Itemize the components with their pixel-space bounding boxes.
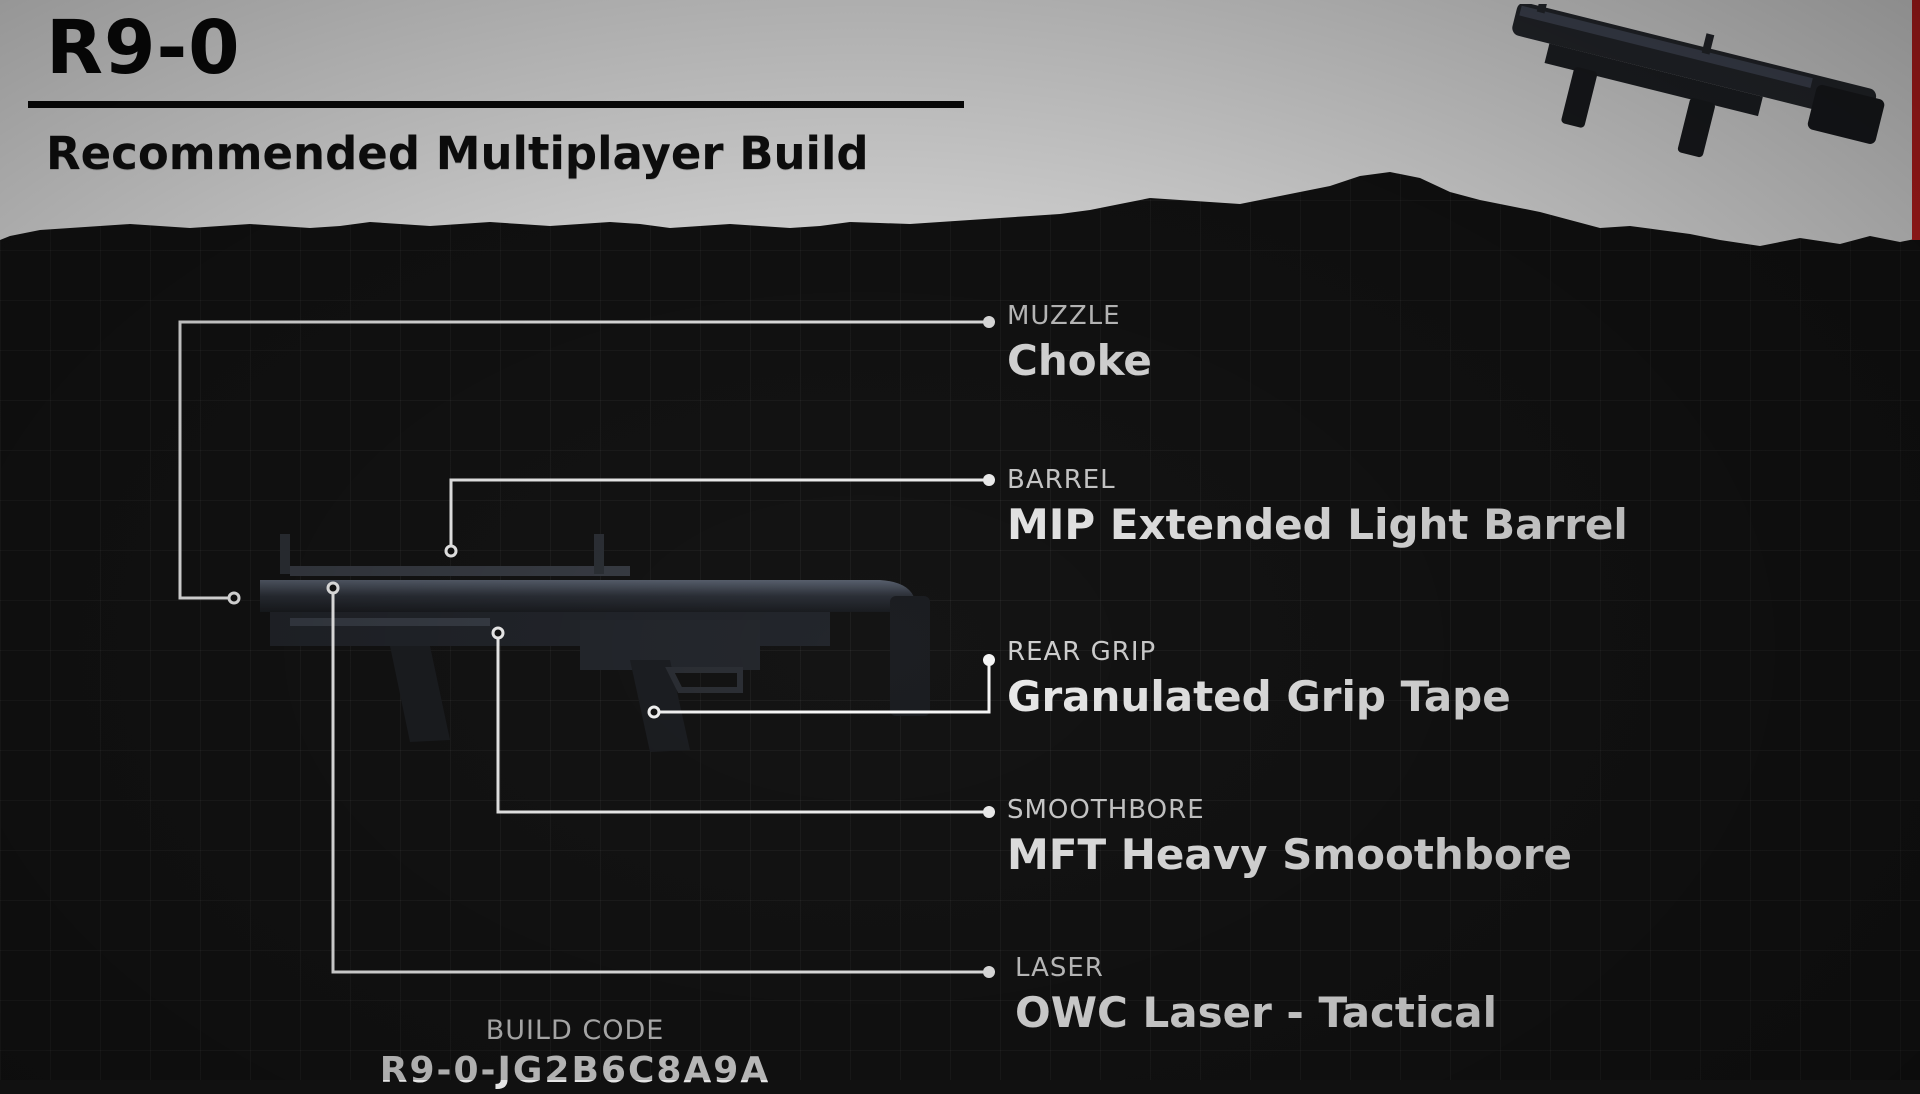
attachment-slot-label: SMOOTHBORE	[1007, 795, 1205, 825]
attachment-name: Granulated Grip Tape	[1007, 672, 1511, 721]
attachment-slot-label: REAR GRIP	[1007, 637, 1157, 667]
attachment-slot-label: MUZZLE	[1007, 301, 1121, 331]
attachment-rear-grip: REAR GRIP Granulated Grip Tape	[1007, 636, 1511, 724]
attachment-name: OWC Laser - Tactical	[1015, 988, 1498, 1037]
attachment-laser: LASER OWC Laser - Tactical	[1015, 952, 1497, 1040]
shotgun-thumbnail-icon	[1512, 4, 1885, 158]
attachment-smoothbore: SMOOTHBORE MFT Heavy Smoothbore	[1007, 794, 1572, 882]
attachment-name: MIP Extended Light Barrel	[1007, 500, 1628, 549]
page-subtitle: Recommended Multiplayer Build	[46, 127, 869, 180]
build-code-value: R9-0-JG2B6C8A9A	[379, 1050, 771, 1091]
attachment-barrel: BARREL MIP Extended Light Barrel	[1007, 464, 1628, 552]
build-code-label: BUILD CODE	[485, 1015, 665, 1046]
paper-header	[0, 0, 1920, 246]
attachment-slot-label: BARREL	[1007, 465, 1116, 495]
attachment-muzzle: MUZZLE Choke	[1007, 300, 1152, 388]
attachment-name: MFT Heavy Smoothbore	[1007, 830, 1572, 879]
title-underline	[28, 101, 964, 108]
build-code-block: BUILD CODE R9-0-JG2B6C8A9A	[370, 1014, 780, 1094]
attachment-slot-label: LASER	[1015, 953, 1104, 983]
attachment-name: Choke	[1007, 336, 1152, 385]
red-edge-accent	[1912, 0, 1920, 240]
shotgun-main-icon	[260, 534, 930, 752]
weapon-title: R9-0	[46, 5, 241, 91]
